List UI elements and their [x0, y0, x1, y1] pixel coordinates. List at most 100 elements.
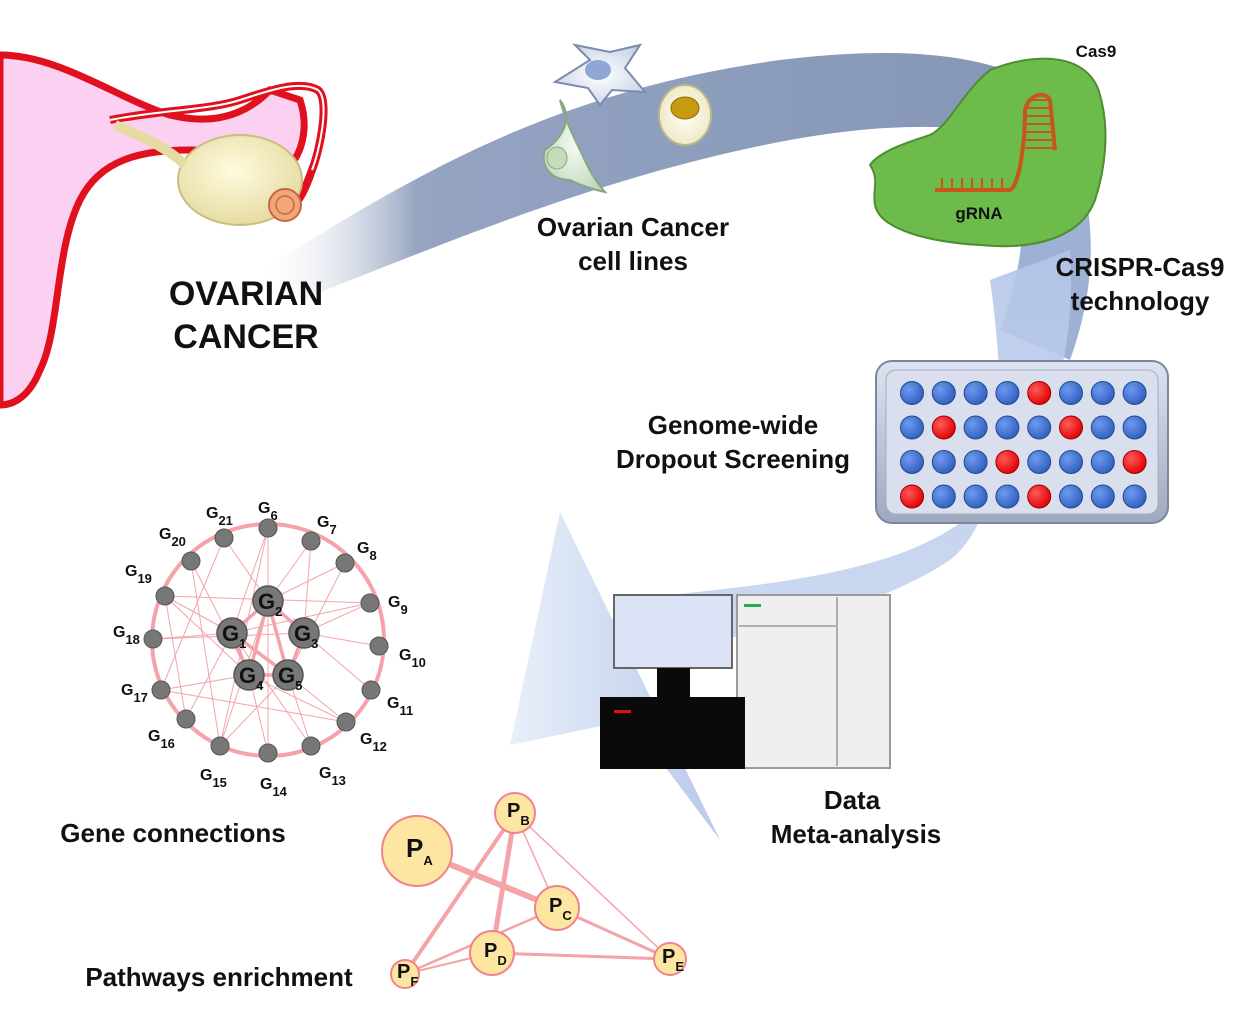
fallopian-tube-inner: [109, 84, 325, 171]
pathway-node: [494, 792, 536, 834]
gene-connections-label: Gene connections: [60, 818, 285, 848]
plate-well: [900, 415, 924, 440]
gene-node: [301, 736, 321, 756]
pathway-node-label: PA: [406, 833, 433, 868]
pathway-node-label: PF: [397, 961, 418, 989]
pathway-node: [390, 959, 420, 989]
plate-inner: [885, 369, 1159, 515]
gene-node-label: G17: [121, 682, 148, 705]
monitor-stand: [657, 668, 690, 698]
gene-edge: [164, 595, 187, 720]
ovarian-tumor-detail: [275, 195, 295, 215]
plate-well-hit: [995, 450, 1020, 474]
pathway-node-label: PE: [662, 946, 684, 974]
uterus-illustration: [0, 51, 328, 409]
grna-strand: [935, 92, 1057, 192]
round-cell-nucleus: [670, 96, 700, 120]
plate-well: [1090, 415, 1115, 440]
gene-node: [361, 680, 381, 700]
sequencer-illustration: [600, 594, 891, 769]
gene-node-label: G11: [387, 695, 413, 718]
gene-hub-label: G1: [222, 621, 246, 651]
gene-hub-node: [272, 659, 304, 691]
plate-well: [1090, 450, 1115, 474]
gene-hub-label: G3: [294, 621, 318, 651]
plate-well: [1122, 381, 1147, 405]
gene-edge: [248, 674, 347, 723]
data-label-line2: Meta-analysis: [771, 819, 942, 849]
gene-node: [336, 712, 356, 732]
cas9-label: Cas9: [1076, 42, 1117, 61]
plate-well: [1122, 415, 1147, 440]
screening-plate: [875, 360, 1169, 524]
gene-node: [214, 528, 234, 548]
pathway-node-label: PD: [484, 940, 507, 968]
plate-well: [1122, 484, 1147, 509]
plate-well: [1027, 415, 1052, 440]
pathway-edge: [491, 951, 671, 961]
pathways-enrichment-label: Pathways enrichment: [85, 962, 353, 992]
gene-hub-node: [252, 585, 284, 617]
plate-well: [900, 381, 924, 405]
gene-node-label: G19: [125, 563, 152, 586]
gene-node: [369, 636, 389, 656]
data-label-line1: Data: [824, 785, 881, 815]
ovarian-cancer-label-line2: CANCER: [173, 318, 318, 356]
gene-node: [143, 629, 163, 649]
gene-node-label: G16: [148, 728, 175, 751]
plate-wells: [900, 381, 1147, 509]
plate-well-hit: [1059, 415, 1083, 440]
screening-label-line2: Dropout Screening: [616, 444, 850, 474]
gene-hub-label: G2: [258, 589, 282, 619]
gene-node: [176, 709, 196, 729]
pathway-node: [381, 815, 453, 887]
gene-edge: [231, 527, 269, 634]
gene-edge: [160, 689, 347, 723]
gene-edge: [160, 537, 225, 691]
gene-node: [258, 518, 278, 538]
pathway-node: [653, 942, 687, 976]
screening-label-line1: Genome-wide: [648, 410, 818, 440]
plate-well: [1059, 484, 1083, 509]
pathway-node-label: PC: [549, 895, 572, 923]
cas9-protein: [868, 57, 1107, 248]
plate-well: [1027, 450, 1052, 474]
pathway-node: [534, 885, 580, 931]
gene-node: [155, 586, 175, 606]
sequencer-status-light: [744, 604, 761, 607]
plate-well: [1059, 381, 1083, 405]
gene-node-label: G10: [399, 647, 426, 670]
plate-well-hit: [931, 415, 956, 440]
gene-edge: [231, 632, 312, 747]
gene-node-label: G12: [360, 731, 387, 754]
crispr-label-line2: technology: [1071, 286, 1210, 316]
plate-well: [995, 381, 1020, 405]
pathway-edge: [489, 812, 518, 954]
plate-well: [1059, 450, 1083, 474]
plate-well: [900, 450, 924, 474]
ovarian-cancer-label-line1: OVARIAN: [169, 275, 323, 313]
computer-power-light: [614, 710, 631, 713]
gene-node-label: G9: [388, 594, 408, 617]
plate-well: [995, 415, 1020, 440]
grna-label: gRNA: [955, 204, 1002, 223]
stellate-cell-nucleus: [585, 60, 611, 80]
ovarian-tumor-icon: [268, 188, 302, 222]
plate-well-hit: [1027, 381, 1052, 405]
gene-hub-label: G5: [278, 663, 302, 693]
ovary-ligament: [113, 120, 189, 169]
monitor-screen: [613, 594, 733, 669]
gene-edge: [287, 562, 346, 676]
plate-well: [1090, 484, 1115, 509]
plate-well: [931, 450, 956, 474]
pathway-edge: [403, 811, 517, 976]
gene-node-label: G13: [319, 765, 346, 788]
pathway-edge: [514, 812, 671, 960]
gene-node: [360, 593, 380, 613]
gene-hub-node: [288, 617, 320, 649]
gene-node: [151, 680, 171, 700]
gene-node-label: G20: [159, 526, 186, 549]
